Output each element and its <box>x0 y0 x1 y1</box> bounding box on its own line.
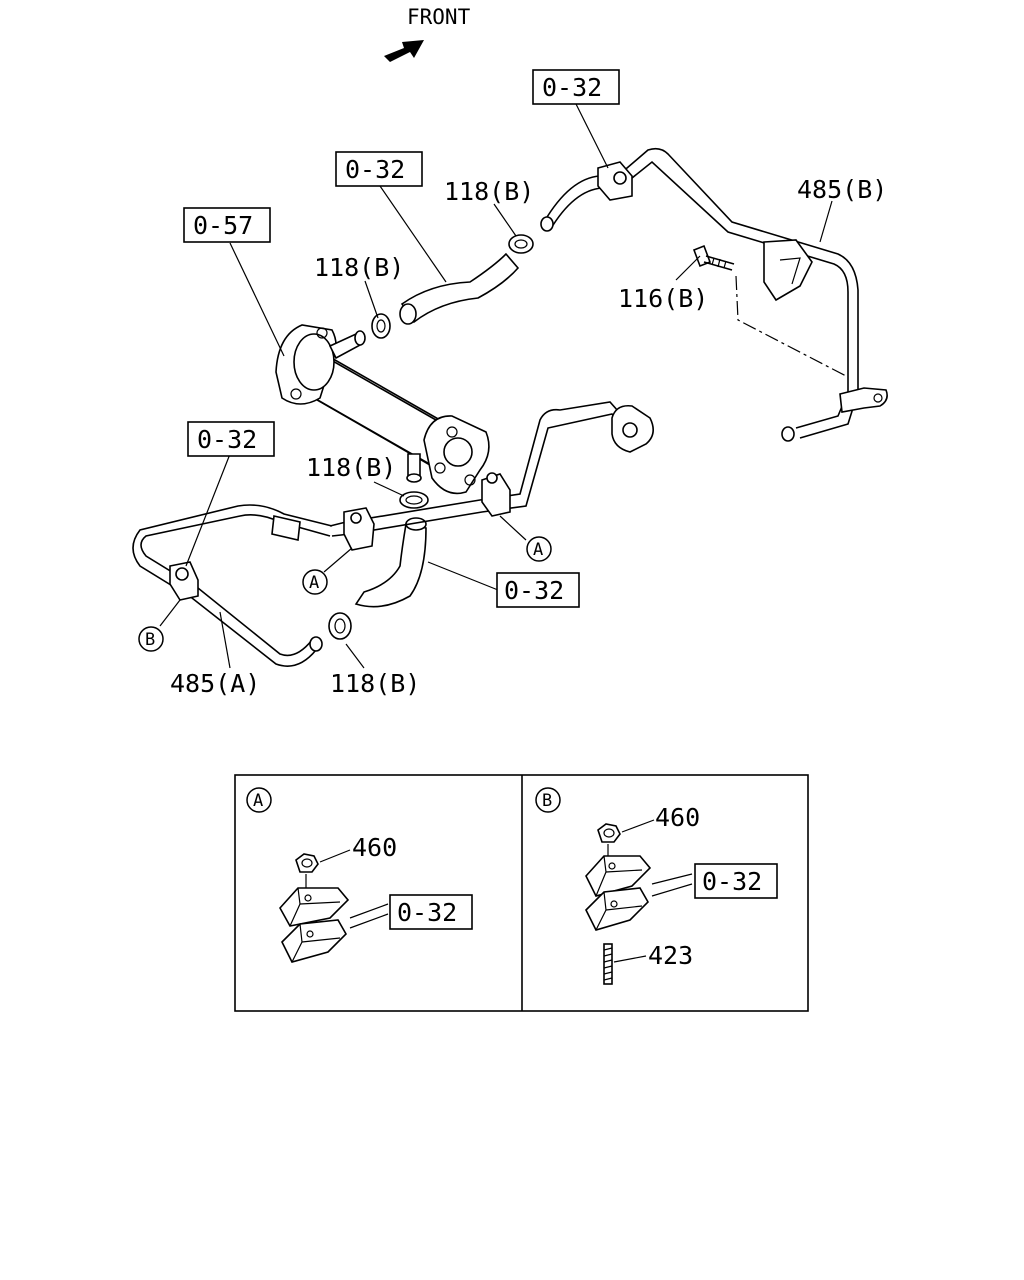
callout-a-right: A <box>526 536 552 562</box>
ref-box-egr-cooler: 0-57 <box>183 207 271 243</box>
label-485b: 485(B) <box>797 175 887 204</box>
upper-hose <box>399 252 520 325</box>
svg-text:B: B <box>542 791 552 811</box>
lower-hose <box>354 517 427 608</box>
label-118b-upper-left: 118(B) <box>314 253 404 282</box>
svg-text:0-32: 0-32 <box>197 425 257 454</box>
ref-box-hose-upper: 0-32 <box>335 151 423 187</box>
label-118b-upper-right: 118(B) <box>444 177 534 206</box>
svg-text:0-32: 0-32 <box>542 73 602 102</box>
bolt-116b <box>692 244 735 271</box>
ref-box-clip-a: 0-32 <box>397 898 457 927</box>
label-423: 423 <box>648 941 693 970</box>
label-460-b: 460 <box>655 803 700 832</box>
label-116b: 116(B) <box>618 284 708 313</box>
pipe-485a <box>132 401 654 667</box>
egr-cooler <box>275 324 490 495</box>
clamp-mid <box>399 491 429 509</box>
svg-text:B: B <box>145 630 155 650</box>
svg-text:A: A <box>309 573 319 593</box>
clamp-lower <box>328 612 352 640</box>
clamp-upper-left <box>371 313 391 339</box>
pipe-485b <box>540 147 888 442</box>
ref-box-hose-lower: 0-32 <box>496 572 580 608</box>
ref-box-pipe-left: 0-32 <box>187 421 275 457</box>
label-460-a: 460 <box>352 833 397 862</box>
svg-text:A: A <box>533 540 543 560</box>
ref-box-clip-b: 0-32 <box>702 867 762 896</box>
clamp-upper-right <box>508 234 534 254</box>
svg-text:0-32: 0-32 <box>504 576 564 605</box>
front-label: FRONT <box>407 5 471 29</box>
detail-panel-a: A 460 0-32 <box>246 787 473 963</box>
detail-panel-b: B 460 0-32 423 <box>535 787 778 985</box>
ref-box-pipe-top: 0-32 <box>532 69 620 105</box>
label-118b-mid: 118(B) <box>306 453 396 482</box>
svg-text:A: A <box>253 791 263 811</box>
front-arrow-icon <box>384 40 424 62</box>
svg-text:0-57: 0-57 <box>193 211 253 240</box>
svg-text:0-32: 0-32 <box>345 155 405 184</box>
leader-lines <box>159 103 833 669</box>
label-485a: 485(A) <box>170 669 260 698</box>
stud-423 <box>603 943 613 985</box>
label-118b-lower: 118(B) <box>330 669 420 698</box>
nut-460-a <box>295 853 319 873</box>
callout-b: B <box>138 626 164 652</box>
nut-460-b <box>597 823 621 843</box>
callout-a-left: A <box>302 569 328 595</box>
